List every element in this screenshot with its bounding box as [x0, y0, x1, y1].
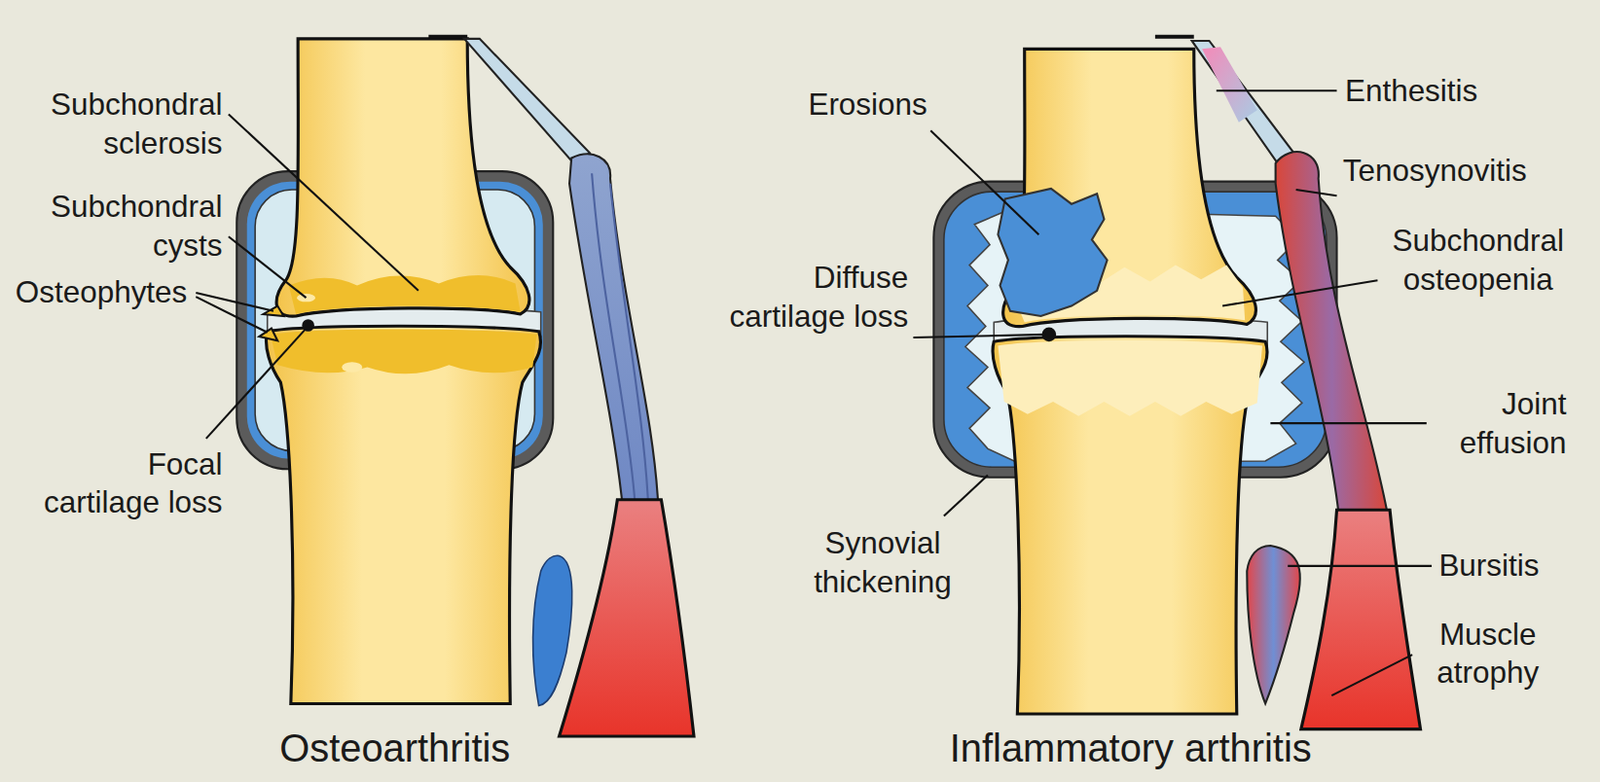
part-label: Focal cartilage loss — [35, 444, 223, 523]
part-label: Subchondral sclerosis — [34, 85, 223, 164]
part-label: Joint effusion — [1433, 384, 1566, 463]
leader-lines — [195, 90, 1432, 696]
part-label: Subchondral cysts — [34, 187, 223, 266]
figure-caption: Osteoarthritis — [279, 727, 510, 772]
part-label: Erosions — [807, 85, 927, 125]
part-label: Tenosynovitis — [1343, 150, 1528, 190]
part-label: Synovial thickening — [805, 524, 959, 603]
part-label: Enthesitis — [1345, 71, 1478, 110]
part-label: Muscle atrophy — [1416, 615, 1560, 693]
part-label: Diffuse cartilage loss — [720, 257, 909, 336]
part-label: Osteophytes — [15, 273, 188, 313]
part-label: Subchondral osteopenia — [1383, 221, 1573, 300]
figure-caption: Inflammatory arthritis — [949, 727, 1312, 772]
part-label: Bursitis — [1438, 546, 1539, 586]
